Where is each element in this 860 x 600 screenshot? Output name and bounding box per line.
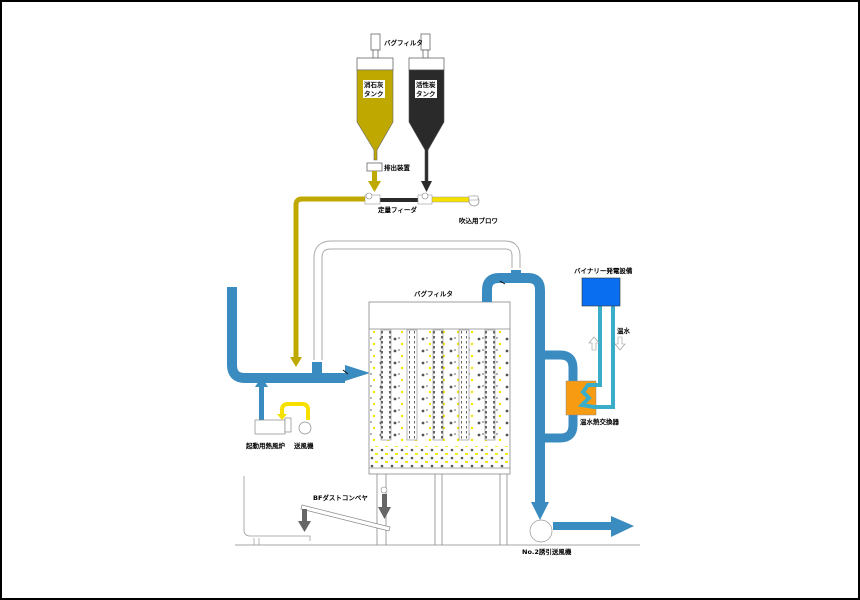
filter-bags <box>380 329 496 441</box>
startup-furnace <box>254 417 292 435</box>
metering-feeder <box>364 192 471 205</box>
exhaust-duct <box>553 516 634 537</box>
label-blower: 吹込用ブロワ <box>459 216 498 225</box>
hot-water-pipe <box>577 306 615 409</box>
label-top-bag-filter: バグフィルタ <box>384 38 423 47</box>
label-heat-exchanger: 温水熱交換器 <box>580 417 620 426</box>
inlet-gas-duct <box>227 287 370 383</box>
carbon-tank <box>408 57 445 183</box>
label-carbon-line2: タンク <box>416 89 436 98</box>
sorbent-injection-arrow <box>290 357 302 367</box>
binary-generator <box>581 277 621 307</box>
label-bag-filter-main: バグフィルタ <box>414 289 453 298</box>
outlet-gas-duct <box>482 270 549 520</box>
fan <box>298 421 312 435</box>
label-metering-feeder: 定量フィーダ <box>377 205 417 214</box>
label-startup-furnace: 起動用熱風炉 <box>245 441 286 450</box>
label-carbon-line1: 活性炭 <box>416 80 436 89</box>
air-flow-arrow <box>277 414 287 420</box>
label-limestone-line1: 消石灰 <box>364 80 384 89</box>
top-bag-filter-right <box>420 33 431 59</box>
label-fan: 送風機 <box>293 441 314 450</box>
discharge-device <box>366 162 383 172</box>
label-induced-fan: No.2誘引送風機 <box>522 547 572 556</box>
startup-furnace-arrow <box>255 377 268 422</box>
flow-marker <box>342 369 349 375</box>
limestone-tank <box>356 57 394 161</box>
carbon-flow-arrow <box>421 181 432 192</box>
label-discharge-device: 排出装置 <box>384 163 411 172</box>
sorbent-injection-pipe <box>293 196 365 358</box>
label-hot-water: 温水 <box>617 326 631 335</box>
induced-fan <box>529 519 553 543</box>
dust-down-arrow-left <box>298 509 311 532</box>
limestone-flow-arrow <box>368 171 381 192</box>
flow-marker <box>499 280 506 285</box>
label-dust-conveyor: BFダストコンベヤ <box>313 493 368 502</box>
air-flow-pipe <box>280 402 310 420</box>
support-frame <box>243 476 311 541</box>
label-binary-generator: バイナリー発電設備 <box>574 266 633 275</box>
main-bag-filter <box>368 301 511 545</box>
label-limestone-line2: タンク <box>364 89 384 98</box>
top-bag-filter-left <box>370 33 381 59</box>
injection-blower <box>468 195 480 207</box>
water-down-arrow <box>614 336 626 351</box>
dust-down-arrow-right <box>378 486 391 519</box>
water-up-arrow <box>588 336 600 351</box>
dust-conveyor <box>300 504 391 532</box>
